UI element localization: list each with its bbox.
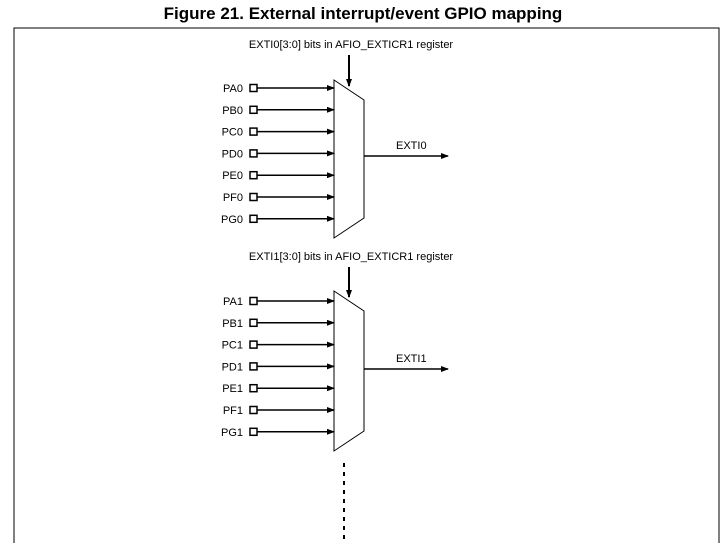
pin-label-pg1: PG1 <box>221 427 243 439</box>
pin-square <box>249 383 258 393</box>
pin-label-pa1: PA1 <box>223 296 243 308</box>
pin-square <box>249 105 258 115</box>
multiplexer-block <box>333 79 365 239</box>
pin-label-pg0: PG0 <box>221 214 243 226</box>
pin-label-pd1: PD1 <box>222 361 243 373</box>
pin-label-pc0: PC0 <box>222 127 243 139</box>
pin-label-pb0: PB0 <box>222 105 243 117</box>
pin-label-pb1: PB1 <box>222 318 243 330</box>
register-label: EXTI1[3:0] bits in AFIO_EXTICR1 register <box>249 251 454 263</box>
multiplexer-block <box>333 290 365 452</box>
pin-label-pe1: PE1 <box>222 383 243 395</box>
pin-square <box>249 83 258 93</box>
pin-label-pe0: PE0 <box>222 170 243 182</box>
output-label: EXTI0 <box>396 140 427 152</box>
pin-label-pc1: PC1 <box>222 340 243 352</box>
mux-0: EXTI0[3:0] bits in AFIO_EXTICR1 register… <box>221 39 454 239</box>
figure-title: Figure 21. External interrupt/event GPIO… <box>163 4 563 23</box>
pin-square <box>249 214 258 224</box>
pin-label-pa0: PA0 <box>223 83 243 95</box>
pin-label-pf0: PF0 <box>223 192 243 204</box>
pin-label-pf1: PF1 <box>223 405 243 417</box>
pin-square <box>249 149 258 158</box>
pin-square <box>249 170 258 180</box>
pin-square <box>249 427 258 437</box>
pin-square <box>249 318 258 328</box>
output-label: EXTI1 <box>396 353 427 365</box>
mux-1: EXTI1[3:0] bits in AFIO_EXTICR1 register… <box>221 251 454 452</box>
figure-frame <box>13 27 720 543</box>
register-label: EXTI0[3:0] bits in AFIO_EXTICR1 register <box>249 39 454 51</box>
pin-square <box>249 362 258 371</box>
pin-square <box>249 192 258 202</box>
pin-square <box>249 296 258 306</box>
pin-square <box>249 405 258 415</box>
pin-label-pd0: PD0 <box>222 148 243 160</box>
pin-square <box>249 340 258 349</box>
pin-square <box>249 127 258 136</box>
